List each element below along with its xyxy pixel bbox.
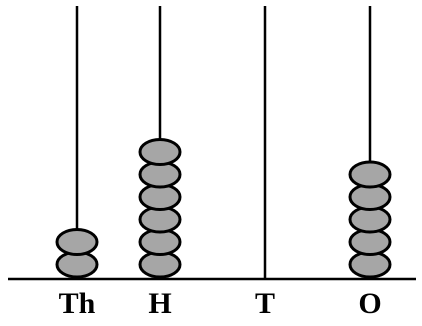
place-label-th: Th <box>59 287 96 320</box>
place-label-t: T <box>255 287 275 320</box>
bead-th-2 <box>55 228 99 256</box>
bead-o-5 <box>348 160 392 189</box>
place-label-h: H <box>148 287 171 320</box>
beads-layer <box>55 138 392 279</box>
place-label-o: O <box>358 287 381 320</box>
bead-h-6 <box>138 138 182 166</box>
